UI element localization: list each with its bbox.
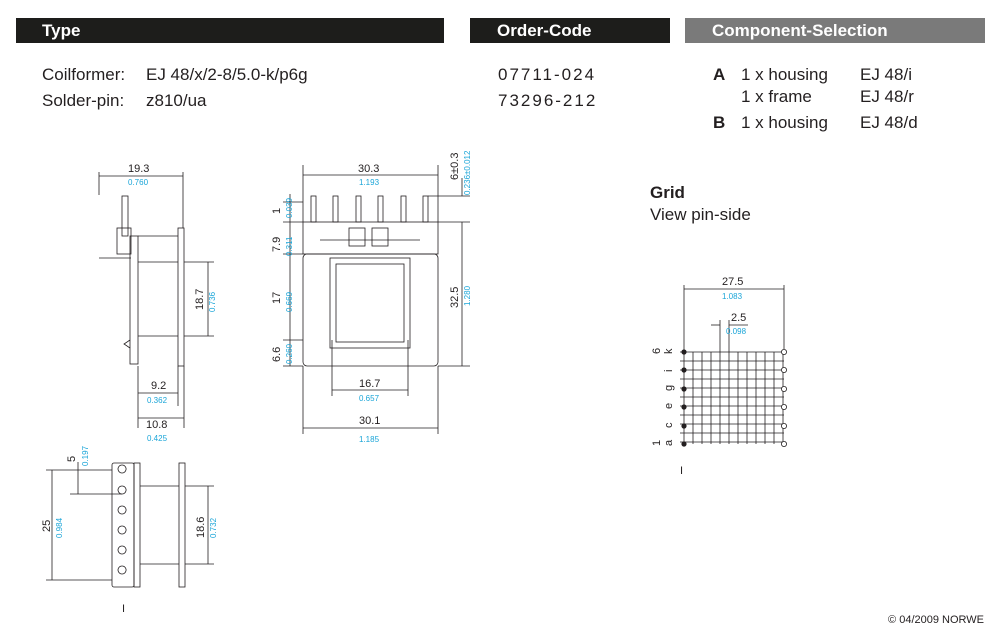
grid-width-mm: 27.5	[722, 276, 743, 288]
component-a-qty-1: 1 x housing	[741, 65, 828, 84]
side-inner-mm: 9.2	[151, 380, 166, 392]
order-code-2: 73296-212	[498, 91, 598, 110]
bottom-d25-in: 0.984	[55, 517, 64, 538]
bottom-pins	[117, 464, 127, 575]
front-d3-in: 0.669	[285, 291, 294, 312]
grid-pin-open	[781, 385, 788, 392]
grid-row-label: g	[663, 385, 675, 391]
side-view	[98, 172, 214, 428]
front-d2-mm: 7.9	[271, 237, 283, 252]
bottom-d186-in: 0.732	[209, 517, 218, 538]
grid-row-label: c	[663, 422, 675, 428]
bottom-d5-mm: 5	[66, 456, 78, 462]
grid-row-label: e	[663, 403, 675, 409]
grid-pin-open	[781, 440, 788, 447]
order-code-header: Order-Code	[470, 18, 670, 43]
component-b-letter: B	[713, 113, 726, 132]
front-win-in: 0.657	[359, 394, 380, 403]
front-pin-in: 0.236±0.012	[463, 150, 472, 195]
front-win-mm: 16.7	[359, 378, 380, 390]
grid-subtitle: View pin-side	[650, 205, 751, 224]
component-b-code-1: EJ 48/d	[860, 113, 918, 132]
grid-width-in: 1.083	[722, 292, 743, 301]
side-outer-in: 0.425	[147, 434, 168, 443]
grid-pin-open	[781, 348, 788, 355]
component-a-code-2: EJ 48/r	[860, 87, 914, 106]
copyright: © 04/2009 NORWE	[888, 614, 984, 626]
front-d2-in: 0.311	[285, 236, 294, 256]
grid-row-label: a	[663, 439, 675, 446]
front-d4-mm: 6.6	[271, 347, 283, 362]
front-d4-in: 0.260	[285, 343, 294, 364]
front-d1-in: 0.039	[285, 197, 294, 218]
bottom-d25-mm: 25	[41, 520, 53, 532]
solderpin-value: z810/ua	[146, 91, 207, 110]
order-code-header-label: Order-Code	[497, 21, 592, 40]
grid-pin-dot	[681, 386, 687, 392]
component-b-qty-1: 1 x housing	[741, 113, 828, 132]
grid-row-label: i	[663, 370, 675, 372]
grid-pin-open	[781, 403, 788, 410]
front-right-in: 1.280	[463, 285, 472, 306]
component-a-qty-2: 1 x frame	[741, 87, 812, 106]
grid-pin-dot	[681, 349, 687, 355]
front-top-in: 1.193	[359, 178, 380, 187]
grid-pin-dot	[681, 423, 687, 429]
front-pin-mm: 6±0.3	[449, 153, 461, 180]
front-pins	[310, 195, 429, 223]
coilformer-value: EJ 48/x/2-8/5.0-k/p6g	[146, 65, 308, 84]
type-header: Type	[16, 18, 444, 43]
component-selection-header: Component-Selection	[685, 18, 985, 43]
component-a-code-1: EJ 48/i	[860, 65, 912, 84]
front-top-mm: 30.3	[358, 163, 379, 175]
grid-row-label: 1	[651, 440, 663, 446]
side-outer-mm: 10.8	[146, 419, 167, 431]
grid-pin-open	[781, 366, 788, 373]
type-header-label: Type	[42, 21, 81, 40]
solderpin-label: Solder-pin:	[42, 91, 125, 110]
coilformer-label: Coilformer:	[42, 65, 126, 84]
side-inner-in: 0.362	[147, 396, 168, 405]
side-height-in: 0.736	[208, 291, 217, 312]
side-width-mm: 19.3	[128, 163, 149, 175]
side-width-in: 0.760	[128, 178, 149, 187]
grid-pitch-in: 0.098	[726, 327, 747, 336]
bottom-d186-mm: 18.6	[195, 517, 207, 538]
grid-pin-open	[781, 422, 788, 429]
grid-pin-marker: I	[680, 465, 683, 477]
grid-row-label: k	[663, 348, 675, 354]
grid-pin-dot	[681, 367, 687, 373]
grid-pitch-mm: 2.5	[731, 312, 746, 324]
side-height-mm: 18.7	[194, 289, 206, 310]
order-code-1: 07711-024	[498, 65, 597, 84]
component-selection-header-label: Component-Selection	[712, 21, 888, 40]
front-view	[283, 165, 470, 434]
front-bottom-in: 1.185	[359, 435, 380, 444]
front-d3-mm: 17	[271, 292, 283, 304]
grid-dims	[683, 285, 785, 352]
grid-title: Grid	[650, 183, 685, 202]
front-bottom-mm: 30.1	[359, 415, 380, 427]
grid-pin-dot	[681, 441, 687, 447]
grid-row-label: 6	[651, 348, 663, 354]
component-a-letter: A	[713, 65, 726, 84]
bottom-pin-marker: I	[122, 603, 125, 615]
pin-grid	[680, 351, 784, 444]
front-right-mm: 32.5	[449, 287, 461, 308]
bottom-view	[46, 462, 214, 588]
front-d1-mm: 1	[271, 208, 283, 214]
grid-pin-dot	[681, 404, 687, 410]
bottom-d5-in: 0.197	[81, 445, 90, 466]
